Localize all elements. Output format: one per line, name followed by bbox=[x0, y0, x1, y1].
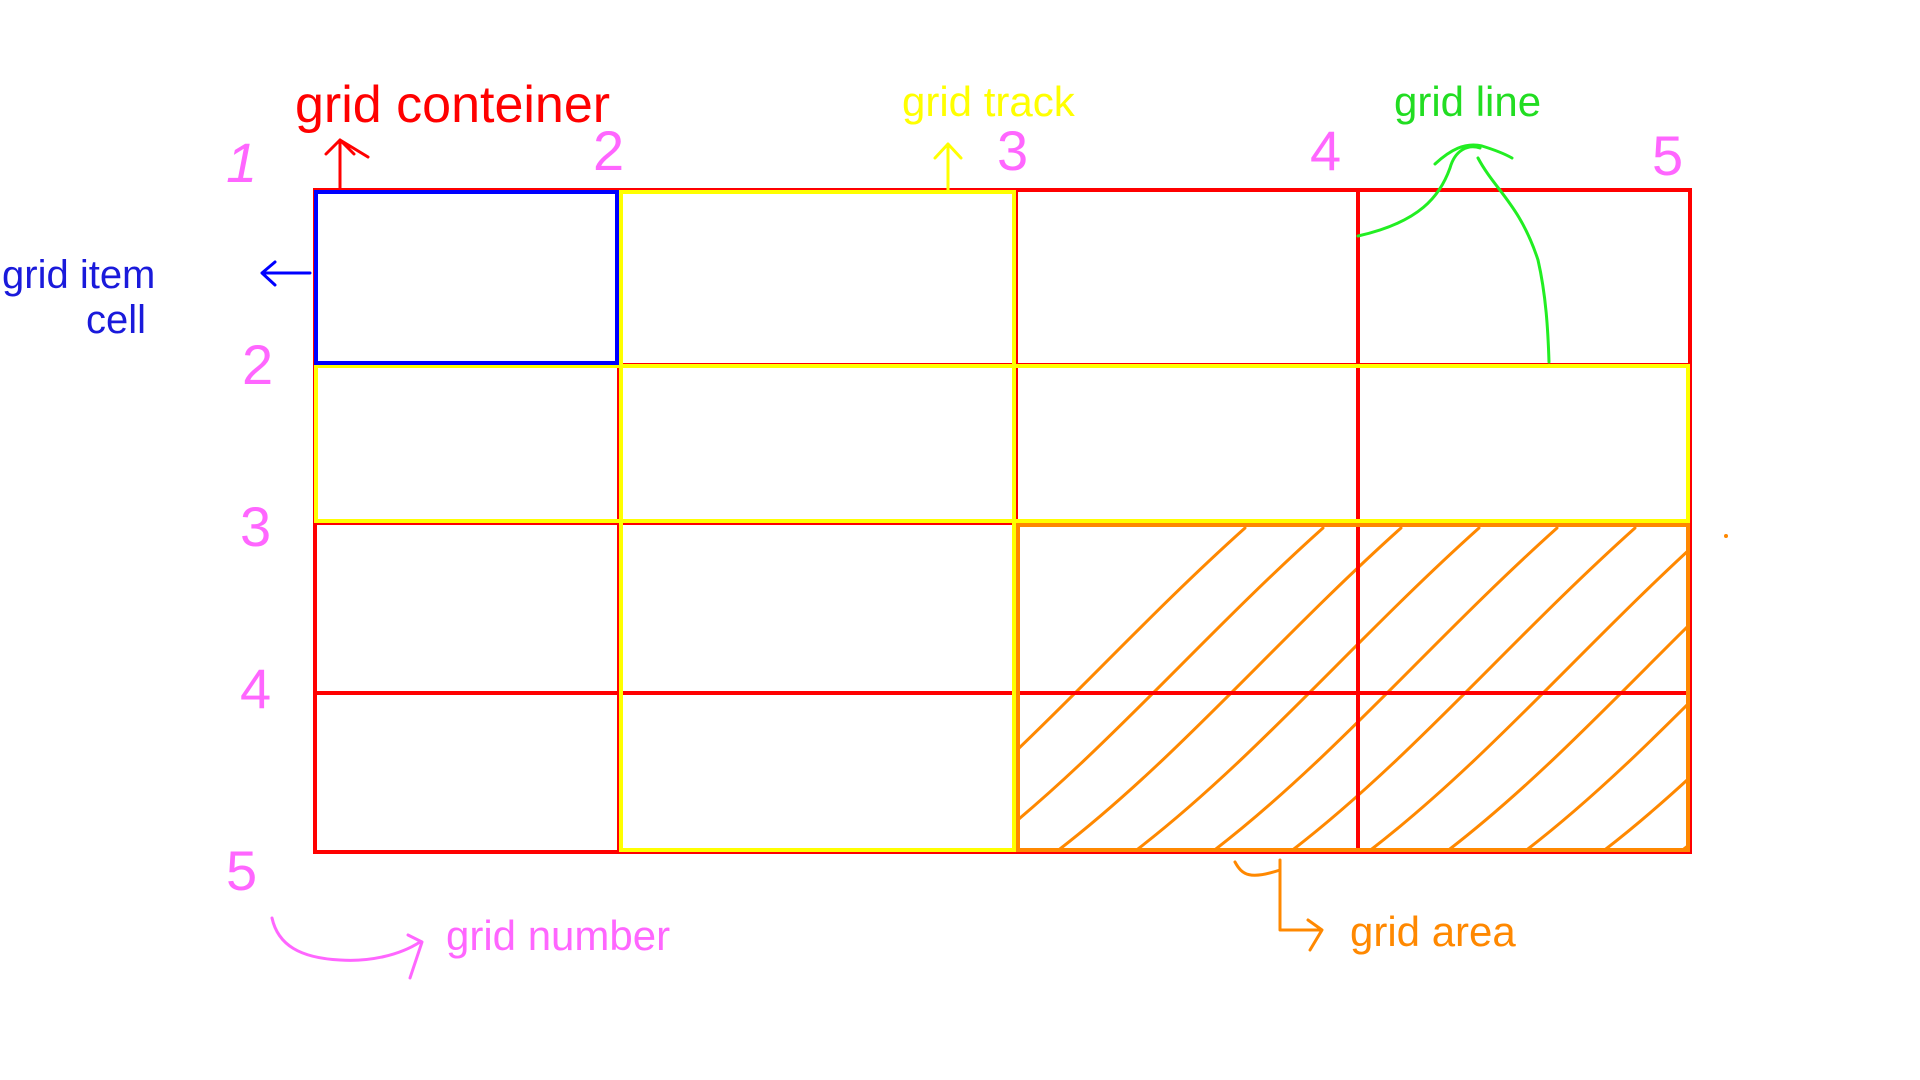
column-number-1: 1 bbox=[226, 131, 257, 194]
column-number-5: 5 bbox=[1652, 124, 1683, 187]
grid-line-label: grid line bbox=[1394, 78, 1541, 125]
grid-container-label: grid conteiner bbox=[295, 76, 610, 134]
hatch-stroke bbox=[1914, 528, 1920, 852]
hatch-stroke bbox=[1134, 526, 1481, 850]
hatch-stroke bbox=[1446, 623, 1688, 850]
hatch-stroke bbox=[1368, 548, 1688, 850]
row-number-4: 4 bbox=[240, 657, 271, 720]
hatch-stroke bbox=[1018, 526, 1247, 752]
grid-track-label: grid track bbox=[902, 78, 1076, 125]
hatch-stroke bbox=[1018, 526, 1325, 822]
grid-line-arrow-icon bbox=[1356, 143, 1551, 364]
grid-track-row bbox=[314, 364, 1690, 523]
track-arrow-icon bbox=[933, 142, 963, 192]
area-arrow-icon bbox=[1233, 858, 1324, 952]
hatch-stroke bbox=[1290, 526, 1637, 850]
hatch-stroke bbox=[1524, 701, 1688, 850]
hatch-stroke bbox=[1602, 777, 1688, 850]
grid-number-label: grid number bbox=[446, 912, 670, 959]
row-number-2: 2 bbox=[242, 333, 273, 396]
row-number-3: 3 bbox=[240, 495, 271, 558]
hatch-stroke bbox=[1758, 528, 1920, 852]
hatch-stroke bbox=[1056, 526, 1403, 850]
item-arrow-icon bbox=[260, 260, 312, 287]
stray-dot bbox=[1724, 534, 1728, 538]
hatch-stroke bbox=[1212, 526, 1559, 850]
row-number-5: 5 bbox=[226, 839, 257, 902]
grid-area-label: grid area bbox=[1350, 908, 1516, 955]
column-number-4: 4 bbox=[1310, 119, 1341, 182]
grid-item-cell bbox=[314, 190, 619, 365]
grid-item-cell-label: cell bbox=[86, 298, 146, 342]
hatch-stroke bbox=[1680, 843, 1688, 850]
container-arrow-icon bbox=[324, 138, 370, 190]
grid-area-outline bbox=[1016, 523, 1690, 852]
hatch-stroke bbox=[1836, 528, 1920, 852]
grid-area-hatching bbox=[1018, 526, 1920, 852]
grid-item-label: grid item bbox=[2, 253, 155, 297]
number-arrow-icon bbox=[270, 916, 424, 980]
column-number-3: 3 bbox=[997, 119, 1028, 182]
column-number-2: 2 bbox=[593, 119, 624, 182]
